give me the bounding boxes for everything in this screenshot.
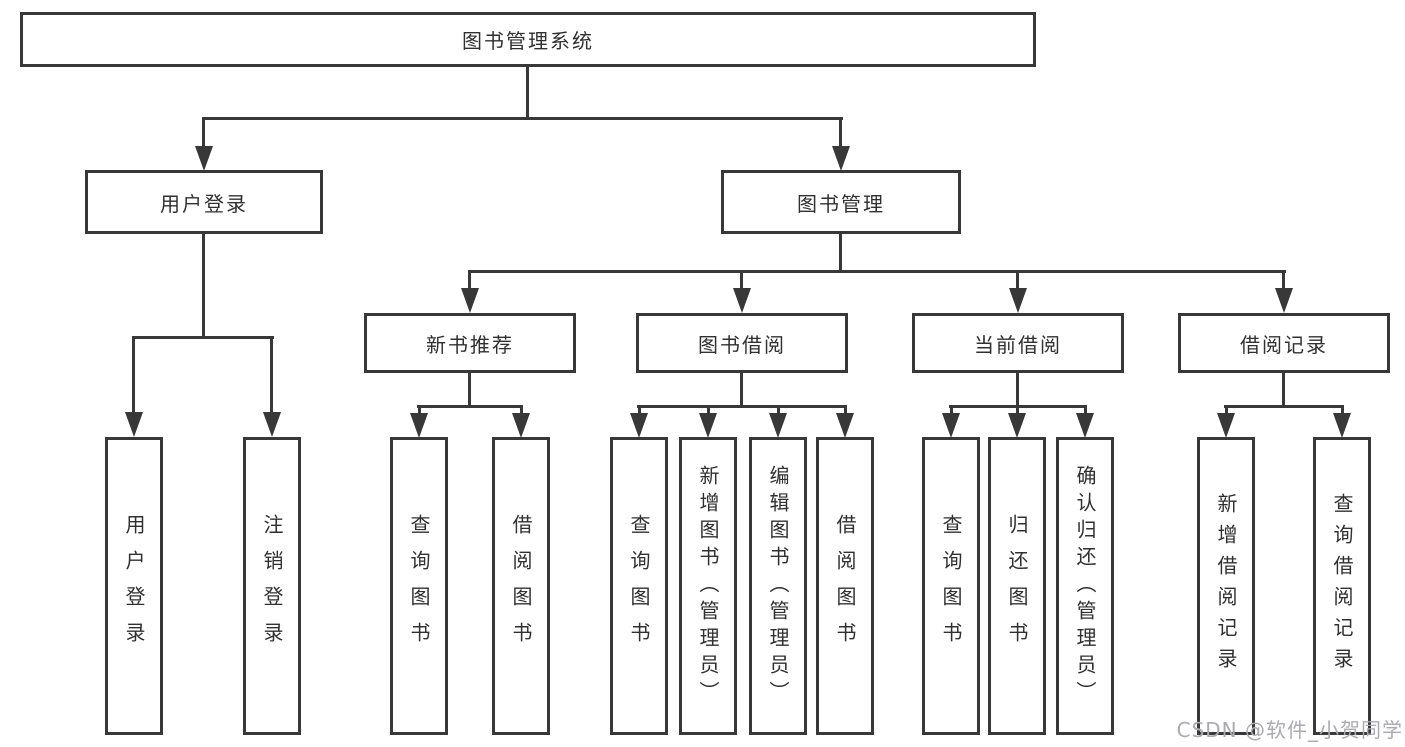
leaf-logout: 注销登录 xyxy=(243,437,301,735)
leaf-user-login: 用户登录 xyxy=(105,437,163,735)
leaf-return-books: 归还图书 xyxy=(988,437,1046,735)
leaf-add-borrow-record: 新增借阅记录 xyxy=(1197,437,1255,735)
node-book-management: 图书管理 xyxy=(721,170,961,234)
leaf-return-books-label: 归还图书 xyxy=(1005,514,1029,658)
arrowhead-down-icon xyxy=(195,146,213,171)
node-book-borrowing: 图书借阅 xyxy=(636,313,848,373)
connector-vline xyxy=(777,407,780,414)
connector-hline xyxy=(949,405,1087,408)
arrowhead-down-icon xyxy=(836,413,854,438)
arrowhead-down-icon xyxy=(1009,288,1027,313)
arrowhead-down-icon xyxy=(263,412,281,437)
arrowhead-down-icon xyxy=(942,413,960,438)
leaf-add-books-admin-label: 新增图书（管理员） xyxy=(696,464,720,708)
node-borrowing-records: 借阅记录 xyxy=(1178,313,1390,373)
arrowhead-down-icon xyxy=(1217,413,1235,438)
connector-vline xyxy=(1282,373,1285,407)
connector-vline xyxy=(1084,407,1087,414)
connector-vline xyxy=(839,234,842,272)
connector-vline xyxy=(526,67,529,118)
arrowhead-down-icon xyxy=(699,413,717,438)
node-new-book-recommendation-label: 新书推荐 xyxy=(426,332,514,357)
leaf-confirm-return-admin-label: 确认归还（管理员） xyxy=(1073,464,1097,708)
arrowhead-down-icon xyxy=(630,413,648,438)
arrowhead-down-icon xyxy=(832,146,850,171)
node-book-management-label: 图书管理 xyxy=(797,191,885,216)
watermark: CSDN @软件_小贺同学 xyxy=(1176,718,1403,742)
leaf-query-borrow-record: 查询借阅记录 xyxy=(1313,437,1371,735)
connector-hline xyxy=(637,405,847,408)
leaf-query-books-label: 查询图书 xyxy=(627,514,651,658)
connector-vline xyxy=(844,407,847,414)
arrowhead-down-icon xyxy=(769,413,787,438)
node-new-book-recommendation: 新书推荐 xyxy=(364,313,576,373)
arrowhead-down-icon xyxy=(512,413,530,438)
leaf-logout-label: 注销登录 xyxy=(260,514,284,658)
node-root-label: 图书管理系统 xyxy=(462,29,594,53)
connector-vline xyxy=(740,272,743,290)
leaf-query-books: 查询图书 xyxy=(610,437,668,735)
node-book-borrowing-label: 图书借阅 xyxy=(698,332,786,357)
connector-vline xyxy=(707,407,710,414)
connector-vline xyxy=(468,373,471,407)
leaf-edit-books-admin-label: 编辑图书（管理员） xyxy=(766,464,790,708)
arrowhead-down-icon xyxy=(1275,288,1293,313)
connector-vline xyxy=(132,338,135,413)
node-current-borrowing-label: 当前借阅 xyxy=(974,332,1062,357)
connector-hline xyxy=(132,336,274,339)
leaf-add-borrow-record-label: 新增借阅记录 xyxy=(1214,493,1238,679)
leaf-confirm-return-admin: 确认归还（管理员） xyxy=(1056,437,1114,735)
leaf-user-login-label: 用户登录 xyxy=(122,514,146,658)
leaf-borrow-books: 借阅图书 xyxy=(492,437,550,735)
connector-vline xyxy=(418,407,421,414)
connector-vline xyxy=(468,272,471,290)
leaf-query-borrow-record-label: 查询借阅记录 xyxy=(1330,493,1354,679)
leaf-query-books-label: 查询图书 xyxy=(407,514,431,658)
arrowhead-down-icon xyxy=(1076,413,1094,438)
connector-vline xyxy=(1282,272,1285,290)
leaf-borrow-books: 借阅图书 xyxy=(816,437,874,735)
arrowhead-down-icon xyxy=(410,413,428,438)
connector-vline xyxy=(839,118,842,148)
connector-vline xyxy=(270,338,273,413)
node-current-borrowing: 当前借阅 xyxy=(912,313,1124,373)
leaf-borrow-books-label: 借阅图书 xyxy=(833,514,857,658)
connector-vline xyxy=(1016,373,1019,407)
leaf-edit-books-admin: 编辑图书（管理员） xyxy=(749,437,807,735)
arrowhead-down-icon xyxy=(1008,413,1026,438)
connector-vline xyxy=(202,234,205,338)
node-user-login-label: 用户登录 xyxy=(160,191,248,216)
connector-vline xyxy=(1225,407,1228,414)
arrowhead-down-icon xyxy=(733,288,751,313)
arrowhead-down-icon xyxy=(125,412,143,437)
node-user-login: 用户登录 xyxy=(85,170,323,234)
node-borrowing-records-label: 借阅记录 xyxy=(1240,332,1328,357)
arrowhead-down-icon xyxy=(1333,413,1351,438)
connector-vline xyxy=(1016,272,1019,290)
connector-vline xyxy=(950,407,953,414)
connector-vline xyxy=(1341,407,1344,414)
leaf-add-books-admin: 新增图书（管理员） xyxy=(679,437,737,735)
leaf-query-books: 查询图书 xyxy=(922,437,980,735)
leaf-query-books: 查询图书 xyxy=(390,437,448,735)
connector-vline xyxy=(520,407,523,414)
connector-hline xyxy=(1224,405,1344,408)
connector-vline xyxy=(1016,407,1019,414)
connector-vline xyxy=(638,407,641,414)
leaf-borrow-books-label: 借阅图书 xyxy=(509,514,533,658)
leaf-query-books-label: 查询图书 xyxy=(939,514,963,658)
arrowhead-down-icon xyxy=(461,288,479,313)
connector-vline xyxy=(202,118,205,148)
connector-vline xyxy=(740,373,743,407)
connector-hline xyxy=(417,405,523,408)
connector-hline xyxy=(468,270,1286,273)
node-root: 图书管理系统 xyxy=(20,12,1036,67)
connector-hline xyxy=(202,117,843,120)
